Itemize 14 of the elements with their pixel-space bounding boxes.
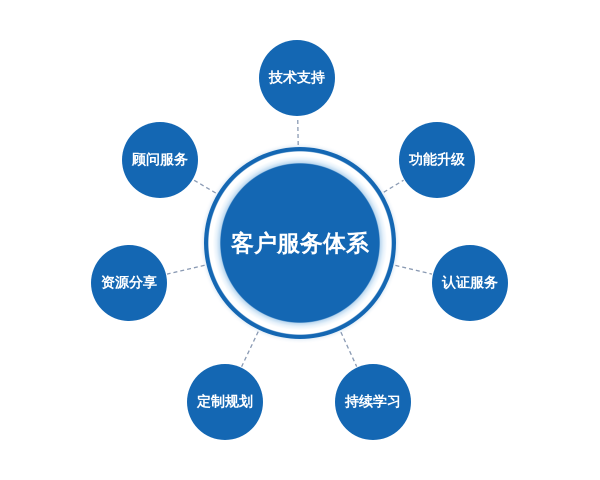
node-label: 功能升级 <box>409 151 465 169</box>
dashed-connector <box>166 264 205 275</box>
dashed-connector <box>395 264 432 275</box>
node-label: 客户服务体系 <box>231 230 369 258</box>
dashed-connector <box>383 180 404 193</box>
node-label: 定制规划 <box>197 393 253 411</box>
dashed-connector <box>340 332 358 367</box>
dashed-connector <box>241 331 259 367</box>
node-label: 技术支持 <box>269 69 325 87</box>
dashed-connector <box>193 179 216 194</box>
node-label: 认证服务 <box>442 274 498 292</box>
node-label: 持续学习 <box>345 393 401 411</box>
node-label: 顾问服务 <box>132 151 188 169</box>
node-label: 资源分享 <box>101 274 157 292</box>
